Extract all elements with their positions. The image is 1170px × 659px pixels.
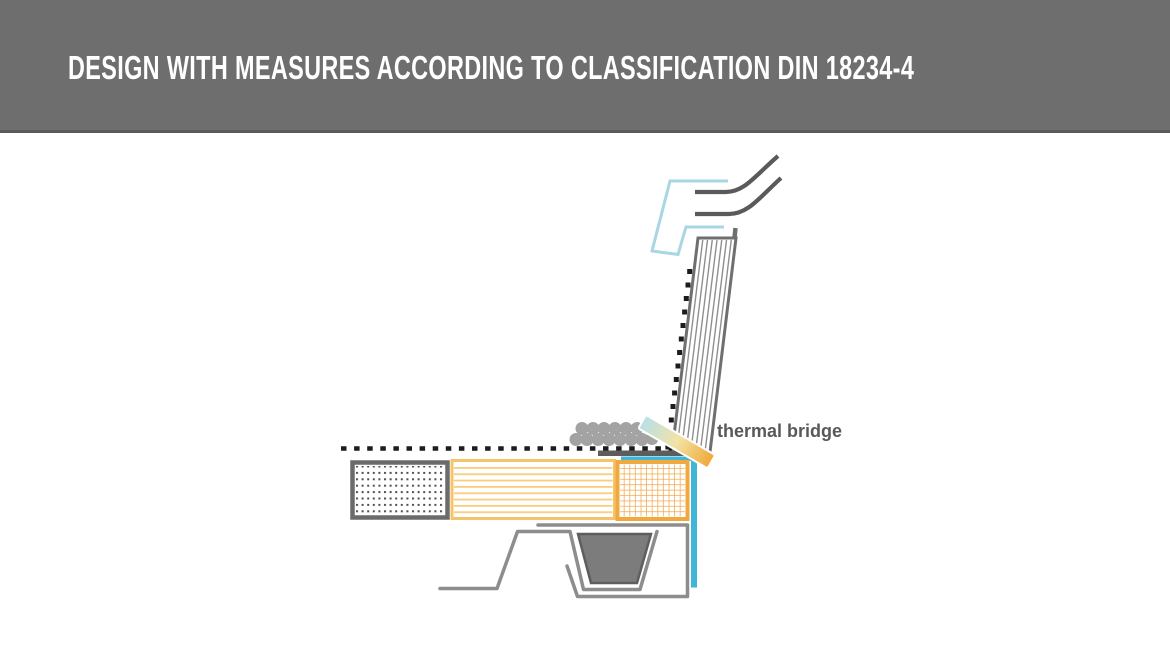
cyan-membrane-profile (621, 456, 697, 588)
coping-flashing-lines (695, 154, 783, 217)
insulation-grid-box (615, 460, 690, 521)
wall-dash-marks (665, 269, 693, 450)
parapet-profile-blue-outline (650, 179, 728, 257)
thermal-bridge-strip (637, 414, 716, 469)
slide-title: DESIGN WITH MEASURES ACCORDING TO CLASSI… (68, 49, 915, 86)
insulation-lined-box (450, 459, 616, 520)
wall-panel-hatched (670, 227, 738, 453)
thermal-bridge-label: thermal bridge (717, 421, 843, 441)
deck-flute-fill (576, 532, 653, 585)
steel-deck-profile (438, 523, 690, 599)
title-bar: DESIGN WITH MEASURES ACCORDING TO CLASSI… (0, 0, 1170, 133)
insulation-dotted-box (350, 460, 450, 520)
membrane-bar-dark (598, 450, 691, 456)
